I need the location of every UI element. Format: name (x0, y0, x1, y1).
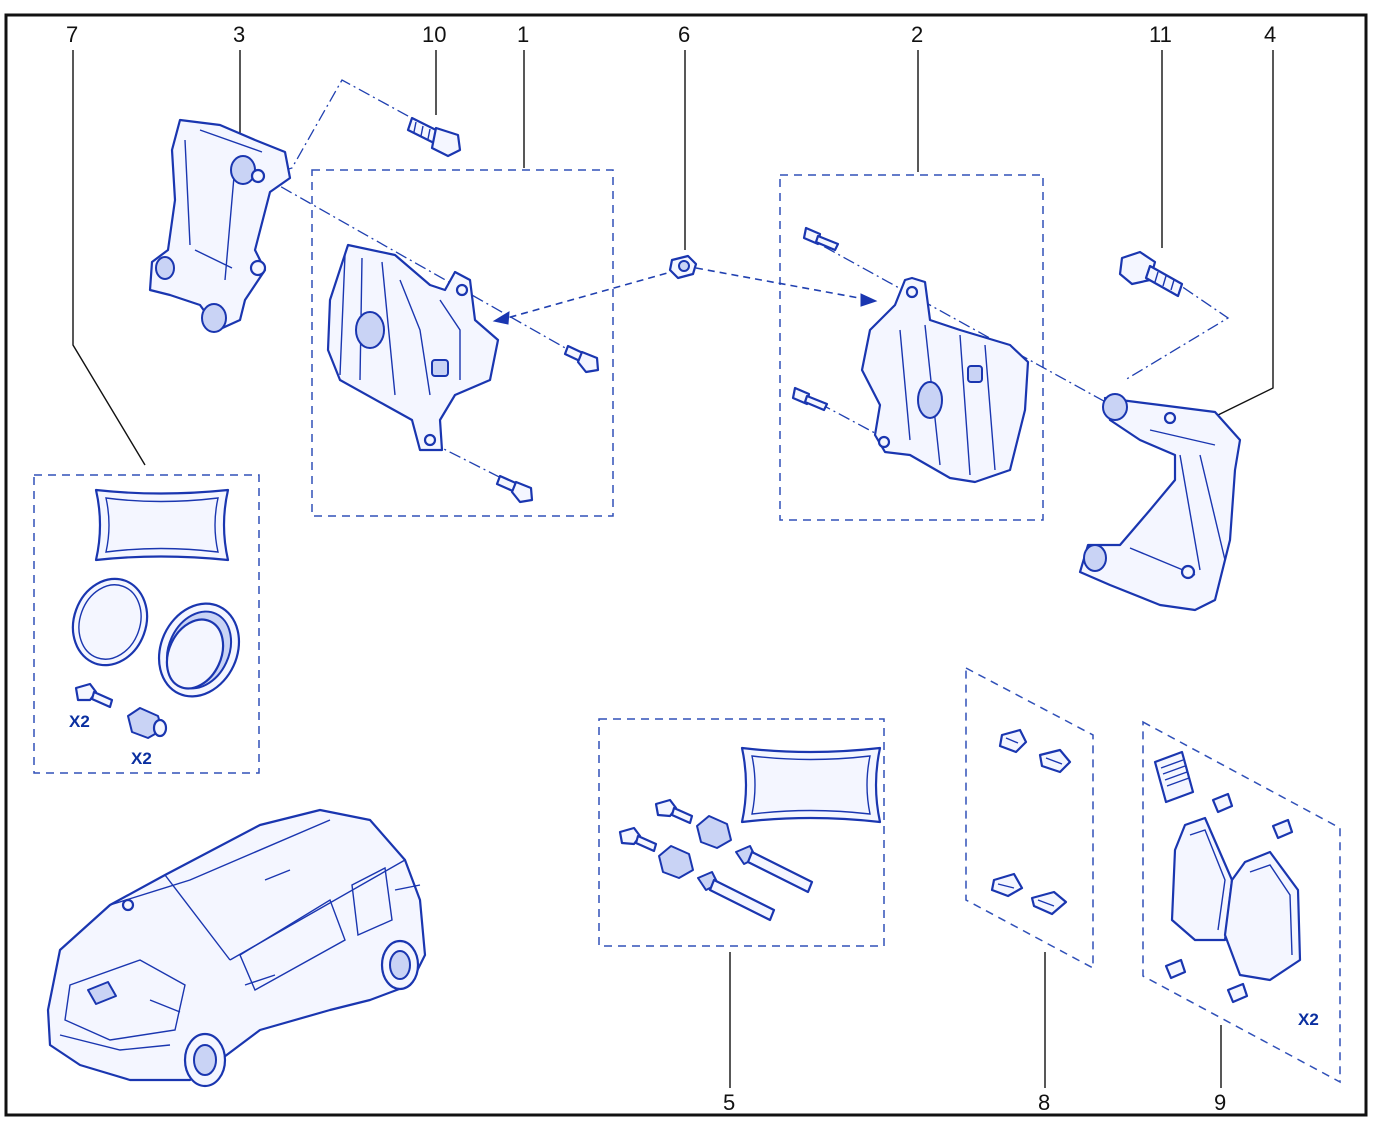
qty-kit7-bolt: X2 (69, 712, 90, 731)
kit-box-clips (965, 666, 1094, 970)
leader-lines (72, 50, 1274, 1088)
callout-9: 9 (1214, 1090, 1226, 1115)
caliper-bolt-upper (563, 344, 600, 374)
bolt-10 (406, 116, 462, 158)
caliper-bolt-right-lower (791, 386, 829, 412)
brake-caliper-left (326, 243, 500, 452)
seal-kit-7 (71, 488, 241, 739)
clip-kit-8 (990, 728, 1072, 916)
caliper-carrier-right (1078, 393, 1242, 612)
callout-10: 10 (422, 22, 446, 47)
kit-box-seals (33, 474, 260, 774)
kit-box-guide-pins (598, 718, 885, 947)
diagram-border (4, 13, 1368, 1117)
bolt-11 (1118, 250, 1184, 298)
callout-8: 8 (1038, 1090, 1050, 1115)
callout-5: 5 (723, 1090, 735, 1115)
callout-11: 11 (1149, 22, 1172, 47)
callout-1: 1 (517, 22, 529, 47)
qty-kit9-pads: X2 (1298, 1010, 1319, 1029)
vehicle-illustration (46, 808, 427, 1088)
caliper-bolt-lower (495, 474, 534, 504)
kit-box-caliper-left (311, 169, 614, 517)
kit-box-caliper-right (779, 174, 1044, 521)
qty-kit7-sleeve: X2 (131, 749, 152, 768)
callout-6: 6 (678, 22, 690, 47)
brake-caliper-right (860, 276, 1030, 484)
bleeder-screw-6 (668, 254, 698, 280)
brake-pad-kit-9 (1153, 750, 1302, 1004)
caliper-bolt-right-upper (802, 226, 840, 252)
callout-3: 3 (233, 22, 245, 47)
callout-4: 4 (1264, 22, 1276, 47)
callout-7: 7 (66, 22, 78, 47)
guide-pin-kit-5 (618, 746, 882, 922)
kit-box-pads (1142, 720, 1341, 1084)
caliper-carrier-left (148, 118, 292, 333)
callout-2: 2 (911, 22, 923, 47)
